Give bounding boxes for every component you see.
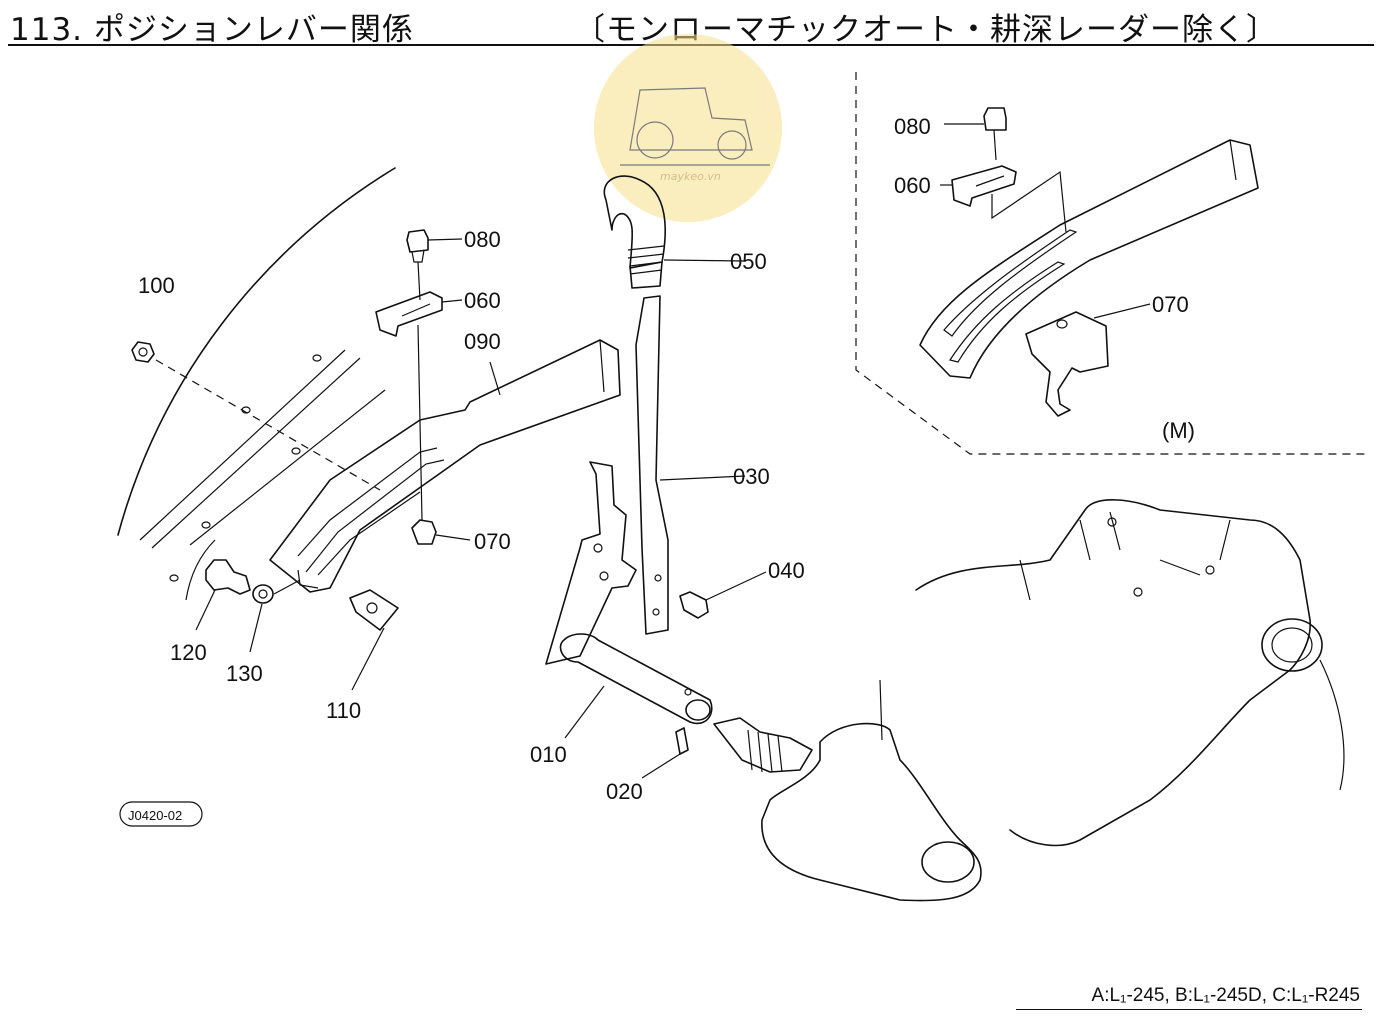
part-080-bolt [406, 229, 463, 301]
detail-label-070: 070 [1152, 292, 1189, 317]
label-110: 110 [326, 698, 361, 723]
detail-label-060: 060 [894, 173, 931, 198]
watermark-logo: maykeo.vn [594, 34, 782, 222]
label-030: 030 [733, 464, 770, 489]
part-050-grip [603, 175, 746, 289]
part-020-pin [641, 727, 689, 779]
label-060: 060 [464, 288, 501, 313]
fender-holes [169, 354, 322, 582]
label-070: 070 [474, 529, 511, 554]
leader-090 [489, 361, 501, 396]
part-labels: 100 080 060 090 070 050 030 040 120 130 … [138, 227, 805, 804]
detail-m-panel: 080 060 070 (M) [855, 72, 1370, 455]
model-applicability: A:L₁-245, B:L₁-245D, C:L₁-R245 [1091, 985, 1360, 1006]
label-050: 050 [730, 249, 767, 274]
part-060-clip [375, 291, 463, 521]
svg-text:J0420-02: J0420-02 [128, 808, 182, 823]
label-020: 020 [606, 779, 643, 804]
part-090-guide [269, 339, 621, 593]
label-100: 100 [138, 273, 175, 298]
detail-label-080: 080 [894, 114, 931, 139]
part-110-block [349, 589, 399, 691]
part-030-lever [635, 295, 746, 635]
label-130: 130 [226, 661, 263, 686]
fender-outline [117, 167, 396, 536]
transmission-housing [713, 499, 1345, 902]
label-010: 010 [530, 742, 567, 767]
part-010-shaft [545, 461, 713, 739]
drawing-code: J0420-02 [119, 801, 203, 827]
label-090: 090 [464, 329, 501, 354]
page-title: 113. ポジションレバー関係 [10, 12, 414, 48]
part-120-knob [195, 559, 251, 631]
label-040: 040 [768, 558, 805, 583]
watermark-text: maykeo.vn [660, 170, 721, 183]
part-130-washer [249, 579, 301, 653]
part-100-nut [131, 341, 381, 491]
part-040-bolt [679, 571, 767, 619]
label-080: 080 [464, 227, 501, 252]
fender-rail [139, 349, 361, 549]
label-120: 120 [170, 640, 207, 665]
part-070-nut [411, 519, 471, 545]
detail-tag: (M) [1162, 418, 1195, 443]
footer-underline [1016, 1009, 1362, 1010]
